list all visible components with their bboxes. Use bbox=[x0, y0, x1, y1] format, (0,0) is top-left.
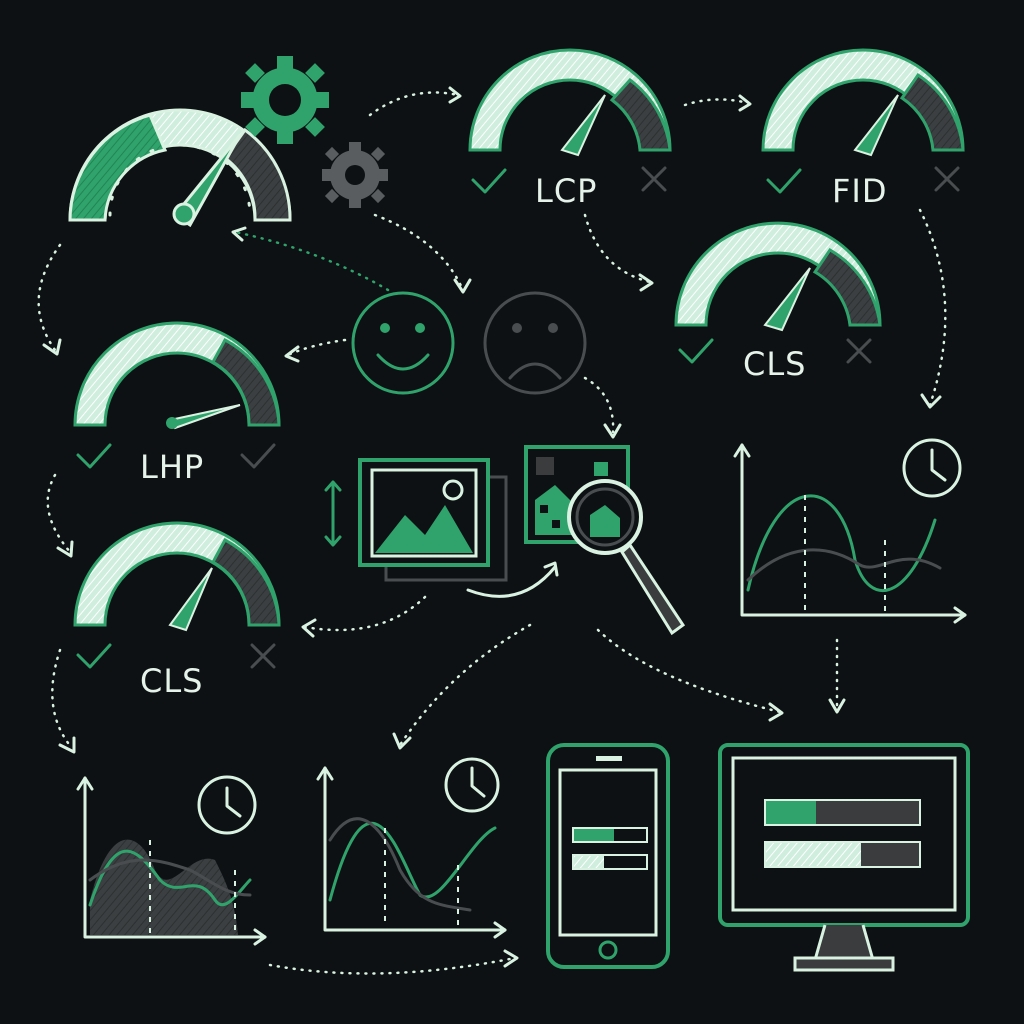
clock-icon bbox=[444, 757, 500, 813]
cross-icon bbox=[846, 338, 872, 364]
clock-icon bbox=[902, 438, 962, 498]
main-gauge bbox=[68, 108, 292, 228]
cls-left-label: CLS bbox=[140, 662, 203, 700]
cross-icon bbox=[641, 166, 667, 192]
phone-icon bbox=[546, 743, 670, 969]
line-chart-icon bbox=[76, 776, 267, 946]
gear-icon bbox=[322, 142, 388, 208]
cls-gauge-left bbox=[73, 521, 281, 632]
resize-arrow-icon bbox=[324, 480, 342, 547]
line-chart-icon bbox=[733, 443, 967, 624]
check-icon bbox=[76, 443, 112, 469]
lhp-gauge bbox=[73, 321, 281, 430]
check-icon bbox=[766, 168, 802, 194]
lcp-label: LCP bbox=[535, 172, 597, 210]
lhp-label: LHP bbox=[140, 448, 204, 486]
fid-gauge bbox=[761, 48, 965, 157]
check-icon bbox=[678, 338, 714, 364]
frown-icon bbox=[483, 291, 587, 395]
check-icon bbox=[76, 643, 112, 669]
cls-gauge-right bbox=[674, 221, 882, 332]
line-chart-icon bbox=[316, 766, 507, 939]
flow-arrows bbox=[37, 86, 947, 975]
cross-icon bbox=[250, 643, 276, 669]
cls-right-label: CLS bbox=[743, 345, 806, 383]
image-icon bbox=[358, 458, 508, 582]
monitor-icon bbox=[718, 743, 970, 972]
magnifier-icon bbox=[567, 479, 686, 636]
check-icon bbox=[240, 443, 276, 469]
cross-icon bbox=[934, 166, 960, 192]
smiley-icon bbox=[351, 291, 455, 395]
gear-icon bbox=[241, 56, 329, 144]
check-icon bbox=[471, 168, 507, 194]
lcp-gauge bbox=[468, 48, 672, 157]
clock-icon bbox=[197, 775, 257, 835]
fid-label: FID bbox=[832, 172, 887, 210]
